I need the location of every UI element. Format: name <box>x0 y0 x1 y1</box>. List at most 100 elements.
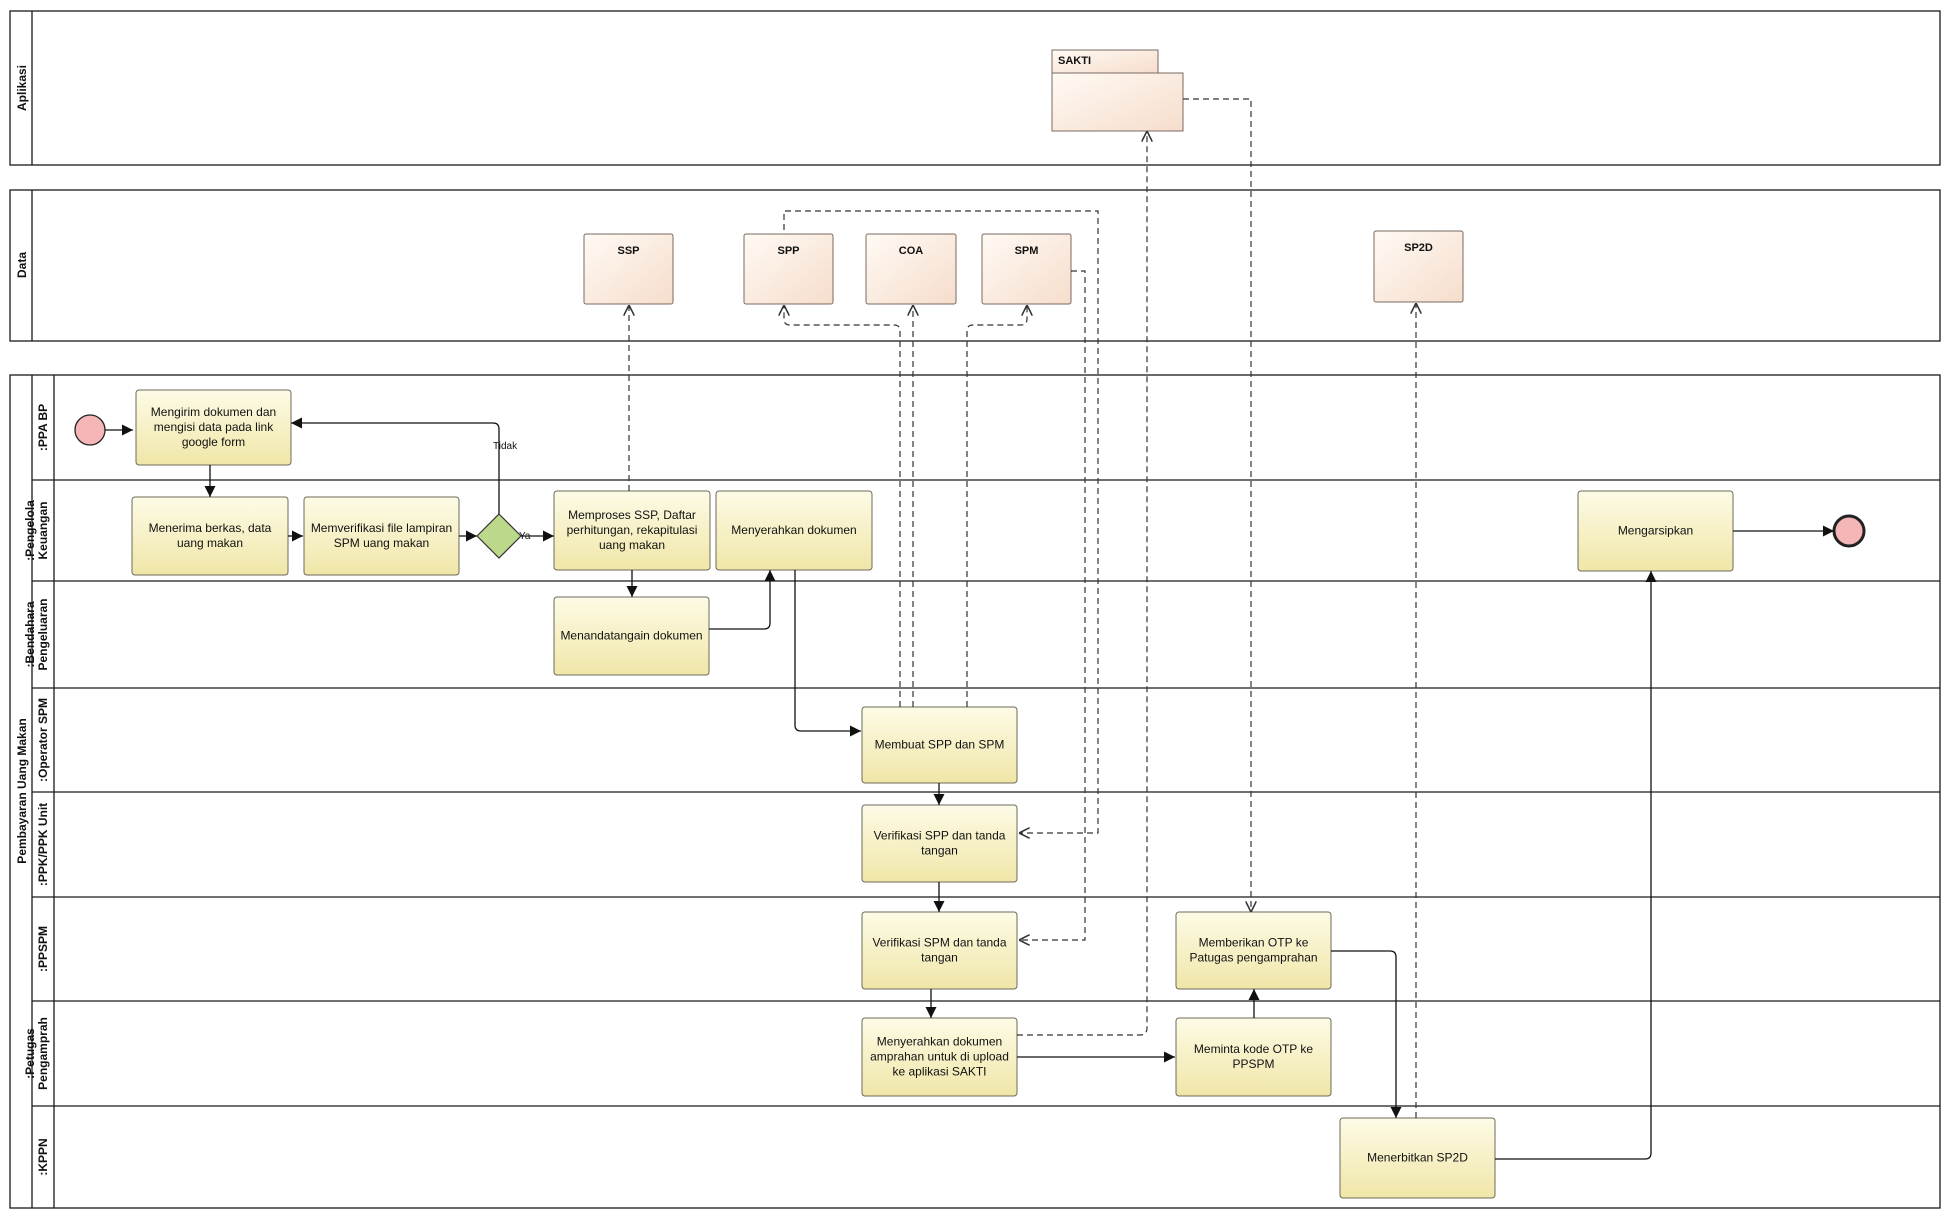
application-sakti-label: SAKTI <box>1058 55 1091 67</box>
lane-label-pet-line: Pengamprah <box>36 1017 50 1090</box>
data-object-box <box>1373 230 1464 303</box>
task-label-line: PPSPM <box>1232 1057 1274 1071</box>
data-objects: SSP SPP COA SPM SP2D <box>583 230 1464 305</box>
lane-label-ppk-line: :PPK/PPK Unit <box>36 803 50 886</box>
task-label-line: Memverifikasi file lampiran <box>311 521 452 535</box>
assoc-spm-to-t9 <box>1019 270 1086 940</box>
task-label-line: Menyerahkan dokumen <box>877 1035 1002 1049</box>
data-object-label: SPM <box>1015 245 1039 257</box>
data-object-box <box>865 233 957 305</box>
task-t13: Menerbitkan SP2D <box>1339 1117 1496 1199</box>
task-label-line: Mengarsipkan <box>1618 524 1693 538</box>
end-event <box>1832 514 1866 548</box>
assoc-sakti-to-t12 <box>1183 98 1251 912</box>
task-label-line: amprahan untuk di upload <box>870 1050 1009 1064</box>
lane-ppa: :PPA BP <box>36 375 55 480</box>
task-box <box>715 490 873 571</box>
data-object-label: SSP <box>617 245 639 257</box>
data-object-coa: COA <box>865 233 957 305</box>
task-label-line: Memberikan OTP ke <box>1199 936 1309 950</box>
task-box <box>1339 1117 1496 1199</box>
pool-label-pembayaran: Pembayaran Uang Makan <box>15 718 29 863</box>
task-label-line: perhitungan, rekapitulasi <box>567 523 698 537</box>
flow-t5-to-t7 <box>794 570 861 737</box>
task-t7: Membuat SPP dan SPM <box>861 706 1018 784</box>
task-t5: Menyerahkan dokumen <box>715 490 873 571</box>
flow-t12-to-t13 <box>1331 950 1402 1118</box>
task-label-line: Mengirim dokumen dan <box>151 405 276 419</box>
lane-label-bend-line: Pengeluaran <box>36 598 50 670</box>
task-label-line: Memproses SSP, Daftar <box>568 508 696 522</box>
task-t6: Menandatangain dokumen <box>553 596 710 676</box>
lane-label-ppspm-line: :PPSPM <box>36 926 50 972</box>
task-label-line: mengisi data pada link <box>154 420 274 434</box>
task-label-line: Menerbitkan SP2D <box>1367 1151 1468 1165</box>
task-label-line: Verifikasi SPM dan tanda <box>872 936 1006 950</box>
data-associations <box>629 98 1416 1118</box>
assoc-spp-to-t8 <box>783 210 1099 833</box>
task-label-line: tangan <box>921 844 958 858</box>
pool-label-aplikasi: Aplikasi <box>15 65 29 111</box>
task-label-line: tangan <box>921 951 958 965</box>
data-object-spp: SPP <box>743 233 834 305</box>
task-label-line: Menerima berkas, data <box>149 521 272 535</box>
task-label-line: ke aplikasi SAKTI <box>892 1065 986 1079</box>
flow-gateway-no-to-t1 <box>291 417 500 514</box>
pool-aplikasi: Aplikasi <box>9 10 1941 166</box>
assoc-t10-to-sakti <box>1017 131 1147 1036</box>
data-object-label: SP2D <box>1404 242 1433 254</box>
gateway-label-no: Tidak <box>493 441 518 452</box>
data-object-spm: SPM <box>981 233 1072 305</box>
lane-ppspm: :PPSPM <box>32 896 1940 1001</box>
data-object-label: COA <box>899 245 924 257</box>
data-object-ssp: SSP <box>583 233 674 305</box>
lane-kppn: :KPPN <box>32 1105 1940 1208</box>
lane-label-keu-line: Keuangan <box>36 501 50 559</box>
task-label-line: Menandatangain dokumen <box>560 629 702 643</box>
data-object-sp2d: SP2D <box>1373 230 1464 303</box>
application-sakti: SAKTI <box>1051 49 1184 132</box>
lane-label-ops-line: :Operator SPM <box>36 698 50 782</box>
task-t14: Mengarsipkan <box>1577 490 1734 572</box>
data-object-box <box>583 233 674 305</box>
data-object-box <box>743 233 834 305</box>
lane-label-keu-line: :Pengelola <box>23 500 37 561</box>
data-object-box <box>981 233 1072 305</box>
lane-label-pet-line: :Petugas <box>23 1028 37 1079</box>
flow-t6-to-t5 <box>709 570 776 630</box>
pool-label-data: Data <box>15 252 29 278</box>
assoc-t7-to-spm <box>966 305 1027 707</box>
lane-ops: :Operator SPM <box>32 687 1940 792</box>
gateway-label-yes: Ya <box>519 531 531 542</box>
lane-label-bend-line: :Bendahara <box>23 601 37 667</box>
lane-label-kppn-line: :KPPN <box>36 1138 50 1175</box>
task-label-line: Menyerahkan dokumen <box>731 523 856 537</box>
pool-data: Data <box>9 189 1941 342</box>
task-label-line: uang makan <box>177 536 243 550</box>
task-label-line: google form <box>182 435 245 449</box>
flow-t13-to-t14 <box>1495 571 1657 1160</box>
sequence-flows <box>105 417 1834 1160</box>
lane-ppk: :PPK/PPK Unit <box>32 791 1940 897</box>
task-label-line: Patugas pengamprahan <box>1189 951 1317 965</box>
task-label-line: SPM uang makan <box>334 536 429 550</box>
data-object-label: SPP <box>777 245 799 257</box>
task-label-line: Membuat SPP dan SPM <box>875 738 1005 752</box>
